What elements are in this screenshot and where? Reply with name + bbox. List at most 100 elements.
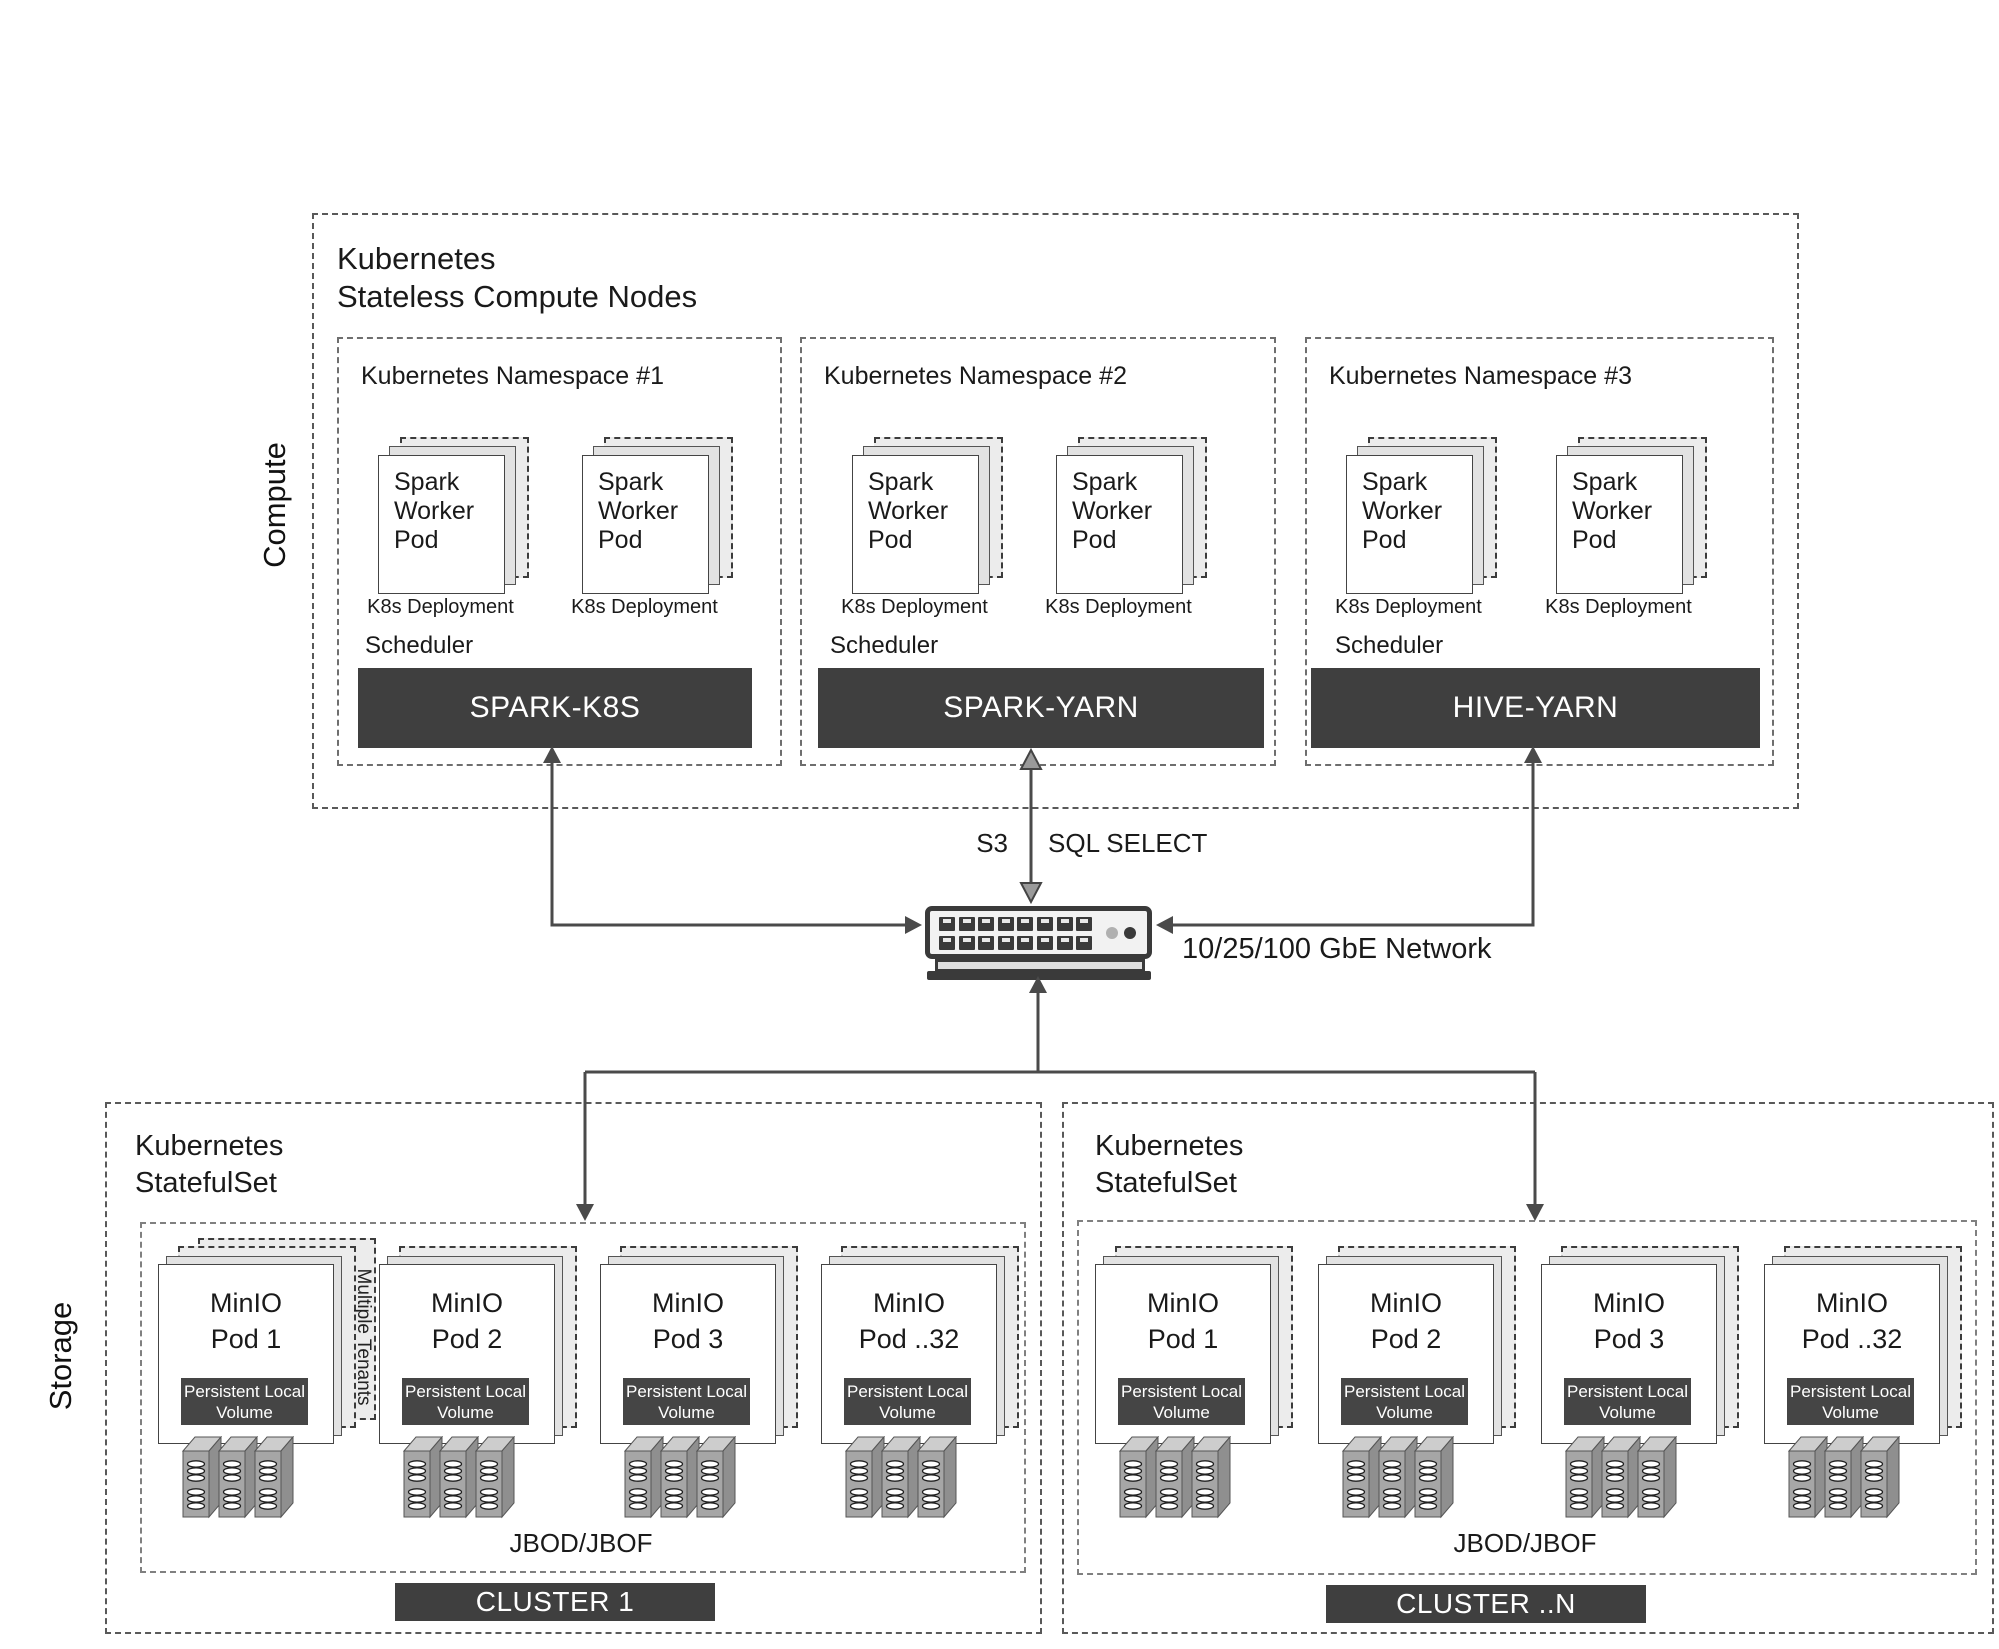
persistent-local-volume-line: Persistent Local: [626, 1382, 747, 1401]
disk-icon: [217, 1435, 260, 1522]
switch-port-grid: [939, 917, 1097, 953]
sql-select-label: SQL SELECT: [1048, 828, 1208, 858]
k8s-deployment-label: K8s Deployment: [1045, 596, 1192, 618]
persistent-local-volume-line: Persistent Local: [1344, 1382, 1465, 1401]
worker-pod-label-line: Pod: [868, 526, 913, 554]
cluster2-jbod-label: JBOD/JBOF: [1453, 1528, 1597, 1558]
minio-pod-label-line: MinIO: [1146, 1288, 1219, 1318]
ethernet-port-icon: [1076, 936, 1093, 950]
worker-pod-label-line: Worker: [868, 497, 949, 525]
scheduler-label-3: Scheduler: [1335, 632, 1444, 659]
minio-pod-label: MinIO Pod 3: [1542, 1285, 1716, 1357]
ethernet-port-icon: [978, 917, 995, 931]
compute-title: Kubernetes Stateless Compute Nodes: [337, 240, 697, 316]
minio-pod-label-line: MinIO: [209, 1288, 282, 1318]
minio-pod-label-line: Pod 1: [1147, 1324, 1219, 1354]
disk-icon: [1413, 1435, 1456, 1522]
disk-icon: [1564, 1435, 1607, 1522]
worker-pod-label-line: Spark: [1362, 468, 1428, 496]
ethernet-port-icon: [939, 936, 955, 950]
cluster2-statefulset-title: Kubernetes StatefulSet: [1095, 1128, 1243, 1202]
k8s-deployment-label: K8s Deployment: [367, 596, 514, 618]
cluster1-jbod-label: JBOD/JBOF: [509, 1528, 653, 1558]
minio-pod-label-line: Pod 2: [1370, 1324, 1442, 1354]
network-switch-icon: [925, 906, 1152, 959]
worker-pod-label-line: Pod: [598, 526, 643, 554]
multiple-tenants-label: Multiple Tenants: [353, 1268, 374, 1406]
worker-pod-label-line: Spark: [868, 468, 934, 496]
persistent-local-volume-line: Persistent Local: [1121, 1382, 1242, 1401]
ethernet-port-icon: [939, 917, 955, 931]
minio-pod-label-line: MinIO: [430, 1288, 503, 1318]
minio-pod-label: MinIO Pod 1: [1096, 1285, 1270, 1357]
worker-pod-label-line: Spark: [394, 468, 460, 496]
scheduler-label-2: Scheduler: [830, 632, 939, 659]
disk-icon: [1190, 1435, 1233, 1522]
switch-base: [935, 959, 1145, 972]
s3-protocol-label: S3: [976, 828, 1008, 858]
compute-section-label: Compute: [257, 442, 292, 568]
minio-pod-label-line: Pod ..32: [1801, 1324, 1903, 1354]
storage-section-label: Storage: [43, 1301, 78, 1411]
scheduler-label-1: Scheduler: [365, 632, 474, 659]
ethernet-port-icon: [978, 936, 995, 950]
switch-led-1-icon: [1106, 927, 1118, 939]
minio-pod-label-line: Pod 2: [431, 1324, 503, 1354]
persistent-local-volume-line: Persistent Local: [847, 1382, 968, 1401]
minio-pod-label-line: Pod 3: [1593, 1324, 1665, 1354]
statefulset-title-line2: StatefulSet: [1095, 1167, 1237, 1199]
persistent-local-volume-line: Volume: [216, 1403, 273, 1422]
minio-pod-label-line: MinIO: [1369, 1288, 1442, 1318]
cluster2-name-bar: CLUSTER ..N: [1326, 1585, 1646, 1623]
worker-pod-label-line: Spark: [1072, 468, 1138, 496]
minio-pod-label: MinIO Pod 2: [1319, 1285, 1493, 1357]
namespace-label-2: Kubernetes Namespace #2: [824, 362, 1127, 390]
disk-icon: [1823, 1435, 1866, 1522]
worker-pod-label-line: Worker: [1572, 497, 1653, 525]
worker-pod-label-line: Spark: [598, 468, 664, 496]
persistent-local-volume-line: Volume: [1153, 1403, 1210, 1422]
persistent-local-volume-line: Persistent Local: [1790, 1382, 1911, 1401]
minio-pod-label-line: Pod 3: [652, 1324, 724, 1354]
namespace-label-3: Kubernetes Namespace #3: [1329, 362, 1632, 390]
switch-led-2-icon: [1124, 927, 1136, 939]
compute-outer-box: [312, 213, 1799, 809]
minio-pod-label-line: MinIO: [1592, 1288, 1665, 1318]
cluster1-inner-box: [140, 1222, 1026, 1573]
worker-pod-label-line: Pod: [394, 526, 439, 554]
worker-pod-label-line: Pod: [1072, 526, 1117, 554]
persistent-local-volume-line: Volume: [1376, 1403, 1433, 1422]
disk-icon: [844, 1435, 887, 1522]
switch-base-shadow: [927, 971, 1151, 980]
ethernet-port-icon: [1017, 917, 1034, 931]
minio-pod-label-line: MinIO: [872, 1288, 945, 1318]
ethernet-port-icon: [958, 917, 975, 931]
worker-pod-label-line: Worker: [394, 497, 475, 525]
persistent-local-volume-line: Volume: [879, 1403, 936, 1422]
disk-icon: [1636, 1435, 1679, 1522]
ethernet-port-icon: [1076, 917, 1093, 931]
ethernet-port-icon: [1037, 936, 1053, 950]
worker-pod-label-line: Spark: [1572, 468, 1638, 496]
disk-icon: [1859, 1435, 1902, 1522]
